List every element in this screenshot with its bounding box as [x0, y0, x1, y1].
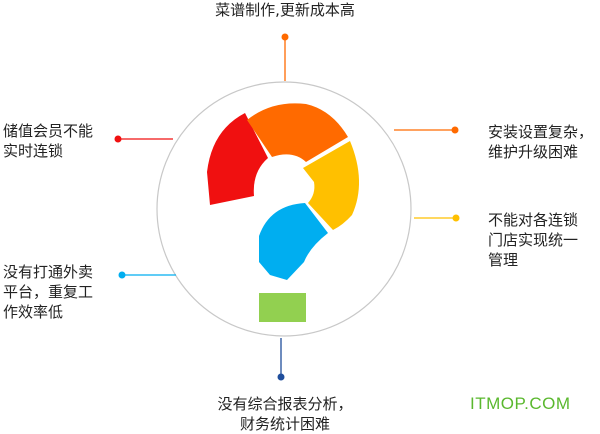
- label-right-mid: 不能对各连锁 门店实现统一 管理: [488, 211, 579, 269]
- label-right-top: 安装设置复杂， 维护升级困难: [488, 123, 594, 161]
- question-mark-blue-segment: [259, 203, 328, 280]
- connector-right-mid: [414, 214, 460, 222]
- connector-left-bottom: [118, 271, 176, 279]
- label-left-bottom: 没有打通外卖 平台，重复工 作效率低: [3, 263, 94, 321]
- watermark: ITMOP.COM: [470, 394, 571, 413]
- connector-right-top: [394, 126, 459, 134]
- question-mark-orange-segment: [247, 103, 348, 162]
- label-bottom: 没有综合报表分析， 财务统计困难: [217, 395, 353, 433]
- question-mark-yellow-segment: [303, 141, 360, 230]
- question-mark-red-segment: [207, 113, 268, 205]
- question-mark-green-dot: [259, 293, 306, 322]
- label-left-top: 储值会员不能 实时连锁: [3, 122, 94, 160]
- central-circle: [156, 81, 412, 337]
- connector-bottom: [277, 338, 285, 381]
- label-top: 菜谱制作,更新成本高: [215, 1, 355, 19]
- connector-top: [281, 33, 289, 81]
- connector-left-top: [114, 135, 173, 143]
